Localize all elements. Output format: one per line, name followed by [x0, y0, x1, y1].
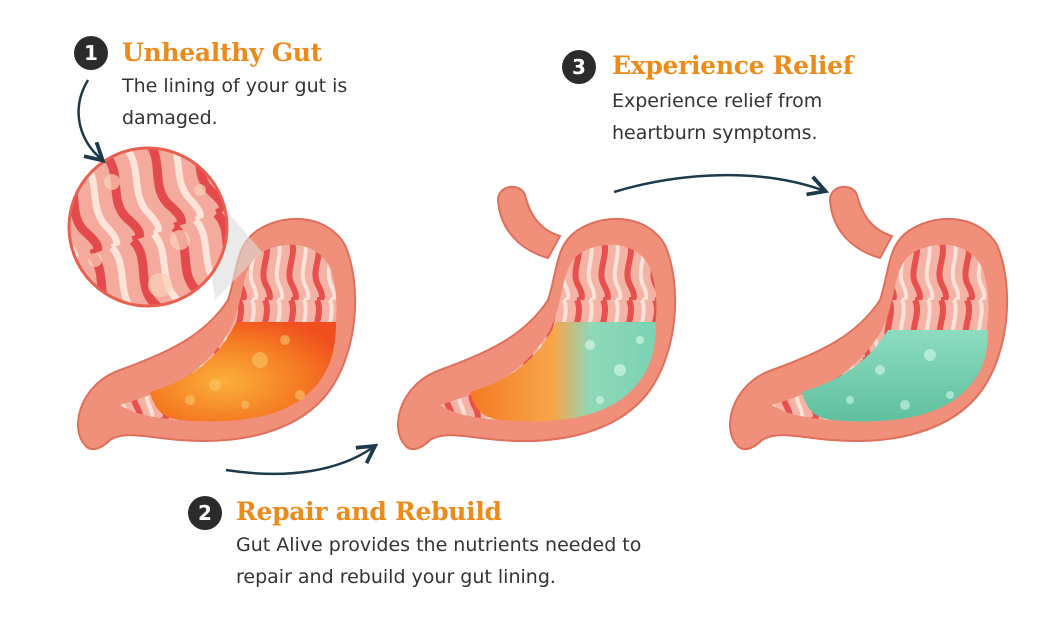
step-title: Repair and Rebuild — [236, 497, 502, 526]
stomach-repairing-icon — [397, 185, 677, 451]
step-description: The lining of your gut is damaged. — [122, 75, 348, 129]
step-title: Experience Relief — [612, 51, 854, 80]
arrow-step1-icon — [77, 79, 100, 158]
step-description: Gut Alive provides the nutrients needed … — [236, 534, 642, 588]
step-description: Experience relief from heartburn symptom… — [612, 90, 823, 144]
arrow-step3-icon — [613, 173, 822, 192]
step-number-badge: 2 — [188, 496, 222, 530]
stomach-unhealthy-icon — [67, 146, 357, 451]
arrow-step2-icon — [225, 448, 372, 476]
step-title: Unhealthy Gut — [122, 38, 322, 67]
step-number-badge: 3 — [562, 50, 596, 84]
step-number-badge: 1 — [74, 36, 108, 70]
stomach-relieved-icon — [729, 185, 1009, 451]
